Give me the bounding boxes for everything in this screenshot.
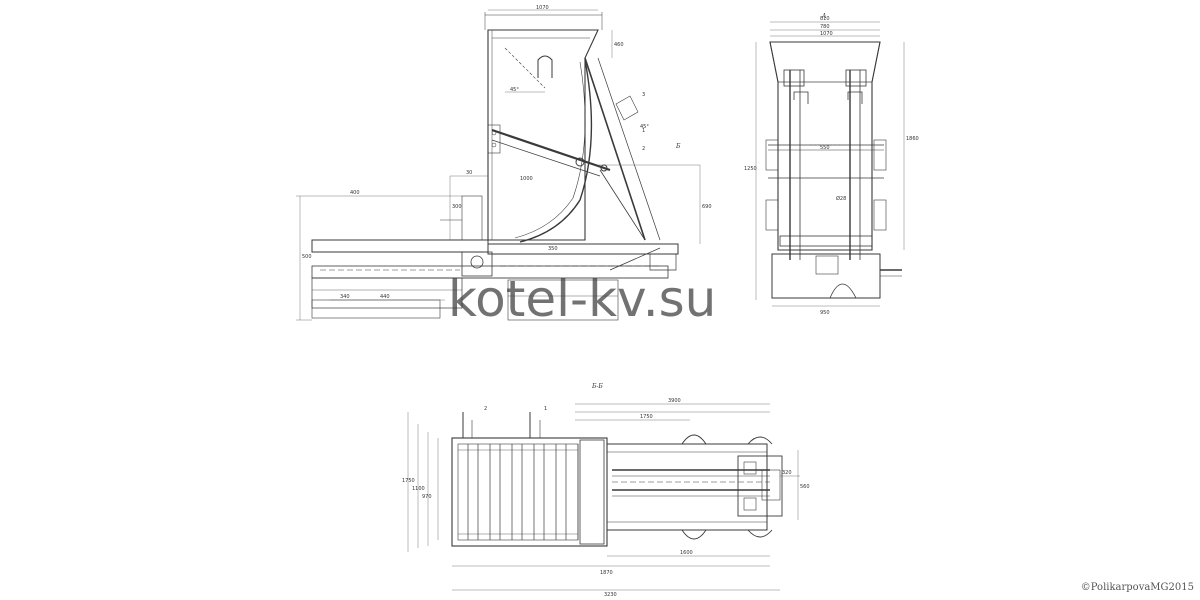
dim-rail: 350 <box>548 246 558 252</box>
dim-arm: 1000 <box>520 176 533 182</box>
end-dim-tube: Ø28 <box>836 195 846 202</box>
end-dim-inner-height: 1250 <box>744 166 757 172</box>
plan-dim-side-c: 970 <box>422 494 432 500</box>
dim-hopper-top: 1070 <box>536 5 549 11</box>
copyright-text: ©PolikarpovaMG2015 <box>1080 582 1194 593</box>
plan-view <box>407 403 800 591</box>
end-dim-top-c: 1070 <box>820 31 833 37</box>
section-label-side: Б <box>675 143 681 150</box>
mark-2: 2 <box>642 146 645 152</box>
plan-dim-top-mid: 1750 <box>640 414 653 420</box>
section-label-plan: Б-Б <box>591 383 603 390</box>
plan-dim-side-a: 1750 <box>402 478 415 484</box>
plan-dim-top-total: 3900 <box>668 398 681 404</box>
dim-right-height: 690 <box>702 204 712 210</box>
dim-small-height: 300 <box>452 204 462 210</box>
end-dim-bottom: 950 <box>820 310 830 316</box>
mark-1: 1 <box>642 128 645 134</box>
end-dim-mid: 550 <box>820 145 830 151</box>
dim-hopper-right: 460 <box>614 42 624 48</box>
dim-base-a: 340 <box>340 294 350 300</box>
plan-dim-right-w: 320 <box>782 470 792 476</box>
end-dim-height: 1860 <box>906 136 919 142</box>
side-view <box>296 9 701 321</box>
mark-3: 3 <box>642 92 645 98</box>
dim-stub: 30 <box>466 170 472 176</box>
plan-dim-right-h: 560 <box>800 484 810 490</box>
dim-angle: 45° <box>510 87 519 93</box>
end-dim-top-b: 780 <box>820 24 830 30</box>
dim-left-height: 500 <box>302 254 312 260</box>
plan-dim-bottom-b: 1870 <box>600 570 613 576</box>
end-dim-top-a: 810 <box>820 16 830 22</box>
watermark-text: kotel-kv.su <box>448 270 717 328</box>
plan-mark-1: 1 <box>544 406 547 412</box>
plan-mark-2: 2 <box>484 406 487 412</box>
section-label-end: A <box>821 13 827 20</box>
dim-left-total: 400 <box>350 190 360 196</box>
dim-tilt: 45° <box>640 124 649 130</box>
dim-base-b: 440 <box>380 294 390 300</box>
end-view <box>755 21 905 307</box>
plan-dim-bottom-a: 1600 <box>680 550 693 556</box>
plan-dim-side-b: 1100 <box>412 486 425 492</box>
plan-dim-bottom-total: 3230 <box>604 592 617 598</box>
